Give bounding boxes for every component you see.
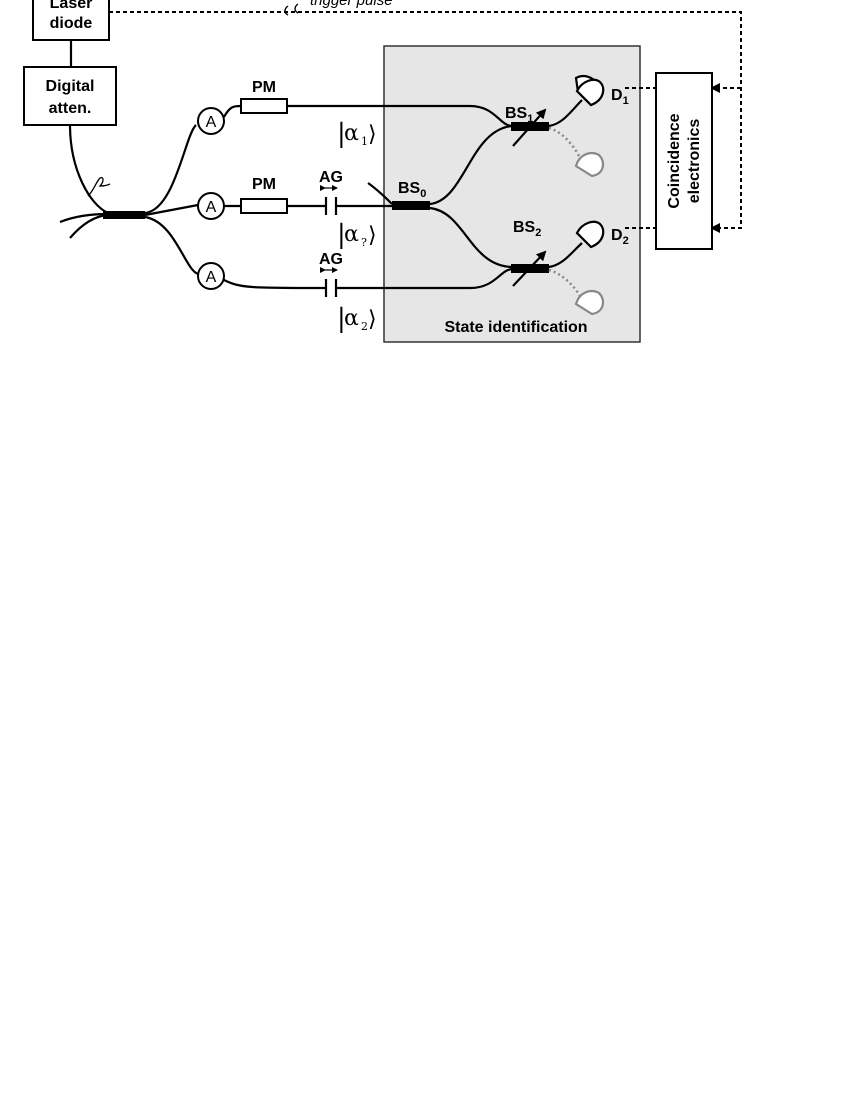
bs1-variable-arrow (512, 108, 547, 147)
svg-text:α: α (344, 222, 359, 247)
input-fiber (68, 124, 109, 215)
state-alpha-2: | α 2 ⟩ (337, 304, 377, 334)
d1-label: D1 (611, 87, 629, 107)
svg-text:⟩: ⟩ (368, 307, 377, 332)
input-splitter (103, 211, 145, 219)
pm-label-top: PM (252, 79, 276, 96)
detector-bs2-unused (574, 289, 605, 316)
state-alpha-unknown: | α ? ⟩ (337, 220, 377, 250)
top-arm-fiber-1 (144, 124, 197, 215)
attenuator-symbol-bottom (197, 262, 225, 290)
state-alpha-1: | α 1 ⟩ (337, 119, 377, 149)
attenuator-label-2: atten. (49, 100, 92, 117)
pm-label-middle: PM (252, 176, 276, 193)
svg-text:α: α (344, 306, 359, 331)
phase-modulator-middle (240, 198, 288, 214)
ag-label-middle: AG (319, 169, 343, 186)
coincidence-electronics-box (655, 72, 713, 250)
svg-text:|: | (337, 119, 346, 149)
state-identification-label: State identification (444, 319, 587, 336)
laser-diode-box: Laser diode (32, 0, 110, 41)
attenuator-letter-bottom: A (206, 269, 217, 286)
digital-attenuator-box: Digital atten. (23, 66, 117, 126)
top-arm-fiber-2 (287, 104, 513, 128)
attenuator-label-1: Digital (46, 78, 95, 95)
laser-label-2: diode (50, 15, 93, 32)
bs0-to-bs2-fiber (429, 206, 513, 269)
bs0-to-bs1-fiber (429, 124, 513, 206)
svg-text:|: | (337, 304, 346, 334)
svg-text:|: | (337, 220, 346, 250)
attenuator-letter-middle: A (206, 199, 217, 216)
svg-text:⟩: ⟩ (368, 223, 377, 248)
detector-d2 (575, 220, 605, 249)
svg-text:?: ? (361, 236, 367, 249)
phase-modulator-top (240, 98, 288, 114)
trigger-pulse-label: trigger pulse (310, 0, 393, 9)
bs2-variable-arrow (512, 250, 547, 287)
bs0-label: BS0 (398, 180, 426, 200)
attenuator-symbol-top (197, 107, 225, 135)
optical-pulse-glyph (87, 176, 111, 197)
coincidence-label-1: Coincidence (666, 113, 683, 208)
trigger-pulse-glyph (284, 5, 289, 16)
laser-label-1: Laser (50, 0, 93, 12)
coincidence-label-2: electronics (686, 119, 703, 204)
bs0-unused-port (367, 182, 393, 205)
d2-label: D2 (611, 227, 629, 247)
ag-label-bottom: AG (319, 251, 343, 268)
beam-splitter-0 (392, 201, 430, 210)
svg-text:1: 1 (361, 135, 368, 148)
bs1-label: BS1 (505, 105, 533, 125)
svg-text:⟩: ⟩ (368, 122, 377, 147)
trigger-line (109, 11, 742, 233)
svg-text:2: 2 (361, 320, 368, 333)
bs2-label: BS2 (513, 219, 541, 239)
attenuator-letter-top: A (206, 114, 217, 131)
detector-bs1-unused (574, 151, 605, 178)
detector-d1-shape (575, 78, 605, 107)
svg-text:α: α (344, 121, 359, 146)
